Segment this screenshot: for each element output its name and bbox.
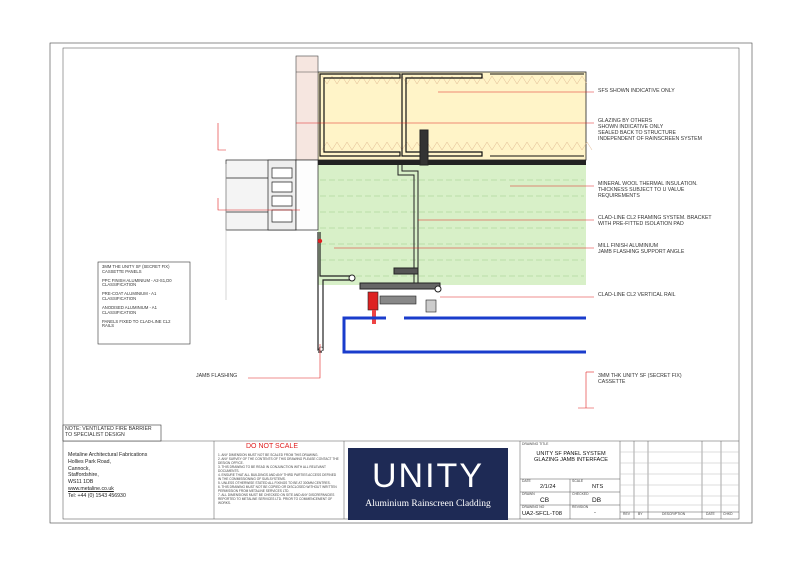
wall-head [295, 55, 319, 161]
spec-line: RAILS [102, 323, 115, 329]
drawing-note: 3. THIS DRAWING TO BE READ IN CONJUNCTIO… [218, 465, 326, 473]
drawing-title-line: GLAZING JAMB INTERFACE [534, 457, 608, 464]
annotation-glazing-line: GLAZING BY OTHERS [598, 118, 653, 124]
spec-line: CLASSIFICATION [102, 309, 137, 315]
annotation-jamb-flashing: JAMB FLASHING [196, 373, 238, 379]
logo-sub-text: Aluminium Rainscreen Cladding [365, 499, 491, 509]
annotation-sfs: SFS SHOWN INDICATIVE ONLY [598, 88, 675, 94]
date-value: 2/1/24 [540, 484, 556, 490]
company-address-line: Cannock, [68, 465, 90, 472]
annotation-mineral-wool: MINERAL WOOL THERMAL INSULATION. THICKNE… [598, 181, 698, 200]
annotation-framing: CLAD-LINE CL2 FRAMING SYSTEM. BRACKET WI… [598, 215, 712, 228]
sfs-framing [317, 71, 593, 165]
company-address-line: Staffordshire, [68, 472, 99, 479]
company-address-line: WS11 1DB [68, 479, 94, 485]
spec-line: 3MM THE UNITY SF (SECRET FIX) [102, 264, 170, 269]
spec-box: 3MM THE UNITY SF (SECRET FIX) CASSETTE P… [102, 264, 172, 329]
glazing-seal-dot [317, 238, 323, 244]
drawing-note: 4. ENSURE THAT ALL BUILDINGS AND ANY THI… [218, 473, 337, 481]
rev-col-description: DESCRIPTION [662, 512, 686, 516]
spec-line: ANODISED ALUMINIUM - A1 [102, 304, 157, 310]
drawing-note: 5. UNLESS OTHERWISE STATED ALL FIXINGS T… [218, 481, 331, 485]
spec-line: CLASSIFICATION [102, 282, 137, 288]
scale-value: NTS [592, 484, 604, 490]
spec-box-frame [97, 261, 191, 345]
revision-value: - [594, 510, 596, 516]
drawing-no-label: DRAWING NO [522, 505, 545, 509]
revision-label: REVISION [572, 505, 589, 509]
annotation-mill-finish: MILL FINISH ALUMINIUM JAMB FLASHING SUPP… [598, 243, 685, 256]
glazing-frame [225, 159, 319, 231]
spec-line: CASSETTE PANELS [102, 268, 142, 274]
drawing-title-label: DRAWING TITLE [522, 442, 549, 446]
rev-col-date: DATE [706, 512, 715, 516]
annotation-glazing-line: INDEPENDENT OF RAINSCREEN SYSTEM [598, 135, 702, 142]
mineral-wool-insulation [318, 165, 586, 285]
annotation-glazing: GLAZING BY OTHERS SHOWN INDICATIVE ONLY … [598, 118, 702, 143]
annotation-cassette-line: 3MM THK UNITY SF (SECRET FIX) [598, 373, 682, 379]
title-block-frame [63, 440, 739, 519]
annotation-mill-finish-line: JAMB FLASHING SUPPORT ANGLE [598, 248, 685, 255]
checked-label: CHECKED [572, 492, 589, 496]
annotation-glazing-line: SEALED BACK TO STRUCTURE [598, 129, 676, 136]
logo-main-text: UNITY [372, 457, 484, 495]
scale-label: SCALE [572, 479, 584, 483]
company-address-line: Hollies Park Road, [68, 458, 111, 465]
annotation-framing-line: WITH PRE-FITTED ISOLATION PAD [598, 220, 684, 227]
date-label: DATE [522, 479, 531, 483]
drawing-note: 2. ANY SURVEY OF THE CONTENTS OF THIS DR… [218, 457, 339, 465]
checked-value: DB [592, 497, 602, 504]
annotation-mineral-wool-line: THICKNESS SUBJECT TO U VALUE [598, 186, 685, 193]
drawing-title-line: UNITY SF PANEL SYSTEM [536, 451, 606, 457]
sheet-outer-border [49, 42, 753, 524]
drawing-title: UNITY SF PANEL SYSTEM GLAZING JAMB INTER… [522, 451, 620, 464]
company-name: Metaline Architectural Fabrications [68, 452, 148, 458]
drawing-notes: 1. ANY DIMENSION MUST NOT BE SCALED FROM… [218, 453, 340, 505]
unity-logo: UNITY Aluminium Rainscreen Cladding [348, 448, 508, 520]
drawn-value: CB [540, 497, 550, 504]
drawn-label: DRAWN [522, 492, 535, 496]
note-box-frame [62, 424, 162, 442]
framing-bracket [348, 129, 442, 293]
annotation-mineral-wool-line: REQUIREMENTS [598, 192, 640, 199]
rev-col-chkd: CHKD [723, 512, 733, 516]
annotation-cassette-line: CASSETTE [598, 378, 626, 385]
annotation-glazing-line: SHOWN INDICATIVE ONLY [598, 123, 664, 130]
company-tel: Tel: +44 (0) 1543 456930 [68, 492, 126, 499]
annotation-mineral-wool-line: MINERAL WOOL THERMAL INSULATION. [598, 181, 698, 187]
annotation-mill-finish-line: MILL FINISH ALUMINIUM [598, 243, 659, 249]
spec-line: CLASSIFICATION [102, 296, 137, 302]
annotation-leaders [217, 91, 594, 409]
drawing-note: 1. ANY DIMENSION MUST NOT BE SCALED FROM… [218, 453, 319, 457]
drawing-note: 7. ALL DIMENSIONS MUST BE CHECKED ON SIT… [218, 493, 335, 505]
rev-col-rev: REV [623, 512, 630, 516]
annotation-vertical-rail: CLAD-LINE CL2 VERTICAL RAIL [598, 292, 676, 298]
note-text: NOTE: VENTILATED FIRE BARRIER TO SPECIAL… [65, 426, 152, 439]
do-not-scale: DO NOT SCALE [246, 443, 298, 450]
spec-line: PPC FINISH ALUMINIUM - A2-S1,D0 [102, 277, 172, 283]
note-line: TO SPECIALIST DESIGN [65, 431, 125, 438]
cassette-panel [342, 316, 586, 354]
rev-col-by: BY [638, 512, 643, 516]
company-info: Metaline Architectural Fabrications Holl… [68, 452, 147, 499]
note-line: NOTE: VENTILATED FIRE BARRIER [65, 426, 152, 432]
drawing-note: 6. THIS DRAWING MUST NOT BE COPIED OR DI… [218, 485, 337, 493]
company-website[interactable]: www.metaline.co.uk [68, 485, 114, 492]
annotation-framing-line: CLAD-LINE CL2 FRAMING SYSTEM. BRACKET [598, 215, 712, 221]
spec-line: PANELS FIXED TO CLAD-LINE CL2 [102, 318, 171, 324]
drawing-no-value: UA2-SFCL-T08 [522, 511, 562, 517]
spec-line: PRE-COAT ALUMINIUM - A1 [102, 291, 157, 297]
annotation-cassette: 3MM THK UNITY SF (SECRET FIX) CASSETTE [598, 373, 682, 386]
